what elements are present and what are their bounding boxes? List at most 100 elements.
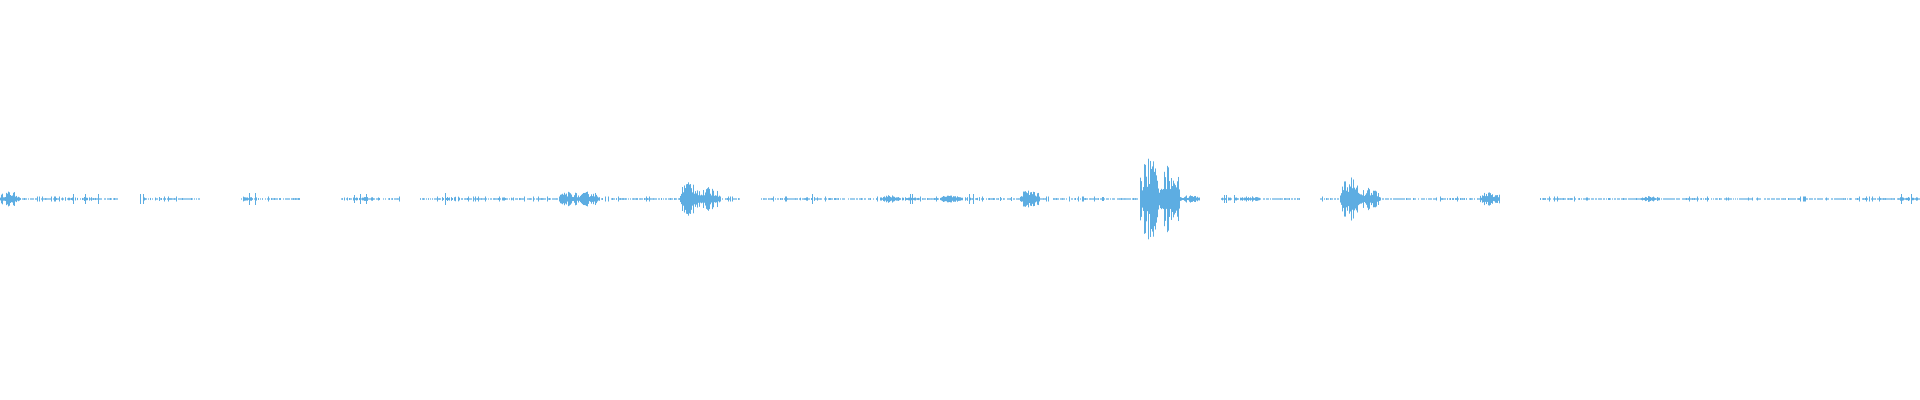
waveform-sample (1472, 198, 1473, 200)
waveform-bin (780, 196, 800, 202)
waveform-sample (498, 198, 499, 200)
waveform-sample (1027, 193, 1028, 205)
waveform-sample (1656, 198, 1657, 200)
waveform-sample (1559, 198, 1560, 200)
waveform-sample (771, 198, 772, 200)
waveform-bin (1000, 197, 1020, 201)
waveform-sample (1805, 196, 1806, 202)
waveform-sample (1664, 198, 1665, 200)
waveform-sample (1907, 197, 1908, 201)
waveform-sample (818, 198, 819, 200)
waveform-sample (1180, 197, 1181, 201)
waveform-sample (1650, 196, 1651, 202)
waveform-sample (1843, 198, 1844, 200)
waveform-sample (1406, 198, 1407, 200)
waveform-sample (1735, 198, 1736, 200)
waveform-sample (1751, 198, 1752, 200)
waveform-sample (1891, 198, 1892, 200)
waveform-sample (424, 198, 425, 200)
waveform-bin (1040, 196, 1059, 202)
waveform-sample (196, 198, 197, 200)
waveform-sample (568, 191, 569, 207)
waveform-sample (187, 198, 188, 200)
waveform-sample (350, 198, 351, 200)
waveform-sample (168, 196, 169, 202)
waveform-sample (1222, 197, 1223, 201)
waveform-sample (1134, 198, 1135, 200)
waveform-sample (1730, 198, 1731, 200)
waveform-sample (36, 198, 37, 200)
waveform-sample (1900, 197, 1901, 201)
waveform-sample (1888, 198, 1889, 200)
waveform-sample (1240, 197, 1241, 201)
waveform-sample (1429, 198, 1430, 200)
waveform-sample (996, 198, 997, 200)
waveform-bin (661, 198, 680, 200)
waveform-sample (1179, 189, 1180, 209)
waveform-sample (706, 189, 707, 209)
waveform-sample (1598, 198, 1599, 200)
waveform-sample (72, 197, 73, 201)
waveform-sample (897, 197, 898, 201)
waveform-sample (1674, 198, 1675, 200)
waveform-sample (1428, 198, 1429, 200)
waveform-sample (244, 197, 245, 201)
waveform-sample (1569, 198, 1570, 200)
waveform-sample (956, 197, 957, 201)
waveform-sample (1758, 198, 1759, 200)
waveform-sample (1893, 198, 1894, 200)
waveform-sample (1785, 198, 1786, 200)
waveform-sample (990, 198, 991, 200)
waveform-sample (1589, 198, 1590, 200)
waveform-sample (891, 197, 892, 201)
waveform-sample (1818, 198, 1819, 200)
waveform-sample (482, 198, 483, 200)
waveform-sample (1862, 198, 1863, 200)
waveform-sample (1894, 198, 1895, 200)
waveform-sample (1676, 198, 1677, 200)
waveform-bin (840, 198, 860, 200)
waveform-sample (430, 198, 431, 200)
waveform-sample (1346, 190, 1347, 208)
waveform-sample (993, 198, 994, 200)
waveform-sample (728, 196, 729, 202)
waveform-sample (1767, 198, 1768, 200)
waveform-sample (1693, 198, 1694, 200)
waveform-sample (809, 198, 810, 200)
waveform-sample (1056, 198, 1057, 200)
waveform-sample (361, 198, 362, 200)
waveform-sample (889, 195, 890, 203)
waveform-sample (1684, 198, 1685, 200)
waveform-sample (989, 198, 990, 200)
waveform-sample (829, 198, 830, 200)
waveform-sample (1413, 198, 1414, 200)
waveform-sample (1388, 198, 1389, 200)
waveform-sample (1287, 198, 1288, 200)
waveform-sample (1689, 196, 1690, 202)
waveform-sample (367, 197, 368, 201)
waveform-sample (1162, 189, 1163, 209)
waveform-sample (1458, 198, 1459, 200)
waveform-sample (140, 194, 141, 204)
waveform-sample (599, 197, 600, 201)
waveform-bin (800, 194, 820, 204)
waveform-sample (678, 198, 679, 200)
waveform-sample (287, 198, 288, 200)
waveform-sample (1037, 193, 1038, 205)
waveform-sample (611, 198, 612, 200)
waveform-sample (1078, 196, 1079, 202)
waveform-sample (686, 184, 687, 214)
waveform-sample (398, 198, 399, 200)
waveform-sample (105, 198, 106, 200)
waveform-sample (1915, 198, 1916, 200)
waveform-sample (1169, 181, 1170, 217)
waveform-sample (289, 198, 290, 200)
waveform-sample (1666, 198, 1667, 200)
waveform-sample (698, 195, 699, 203)
waveform-sample (1404, 198, 1405, 200)
waveform-sample (1847, 198, 1848, 200)
waveform-sample (1168, 167, 1169, 231)
waveform-sample (1102, 197, 1103, 201)
waveform-sample (988, 198, 989, 200)
waveform-sample (653, 198, 654, 200)
